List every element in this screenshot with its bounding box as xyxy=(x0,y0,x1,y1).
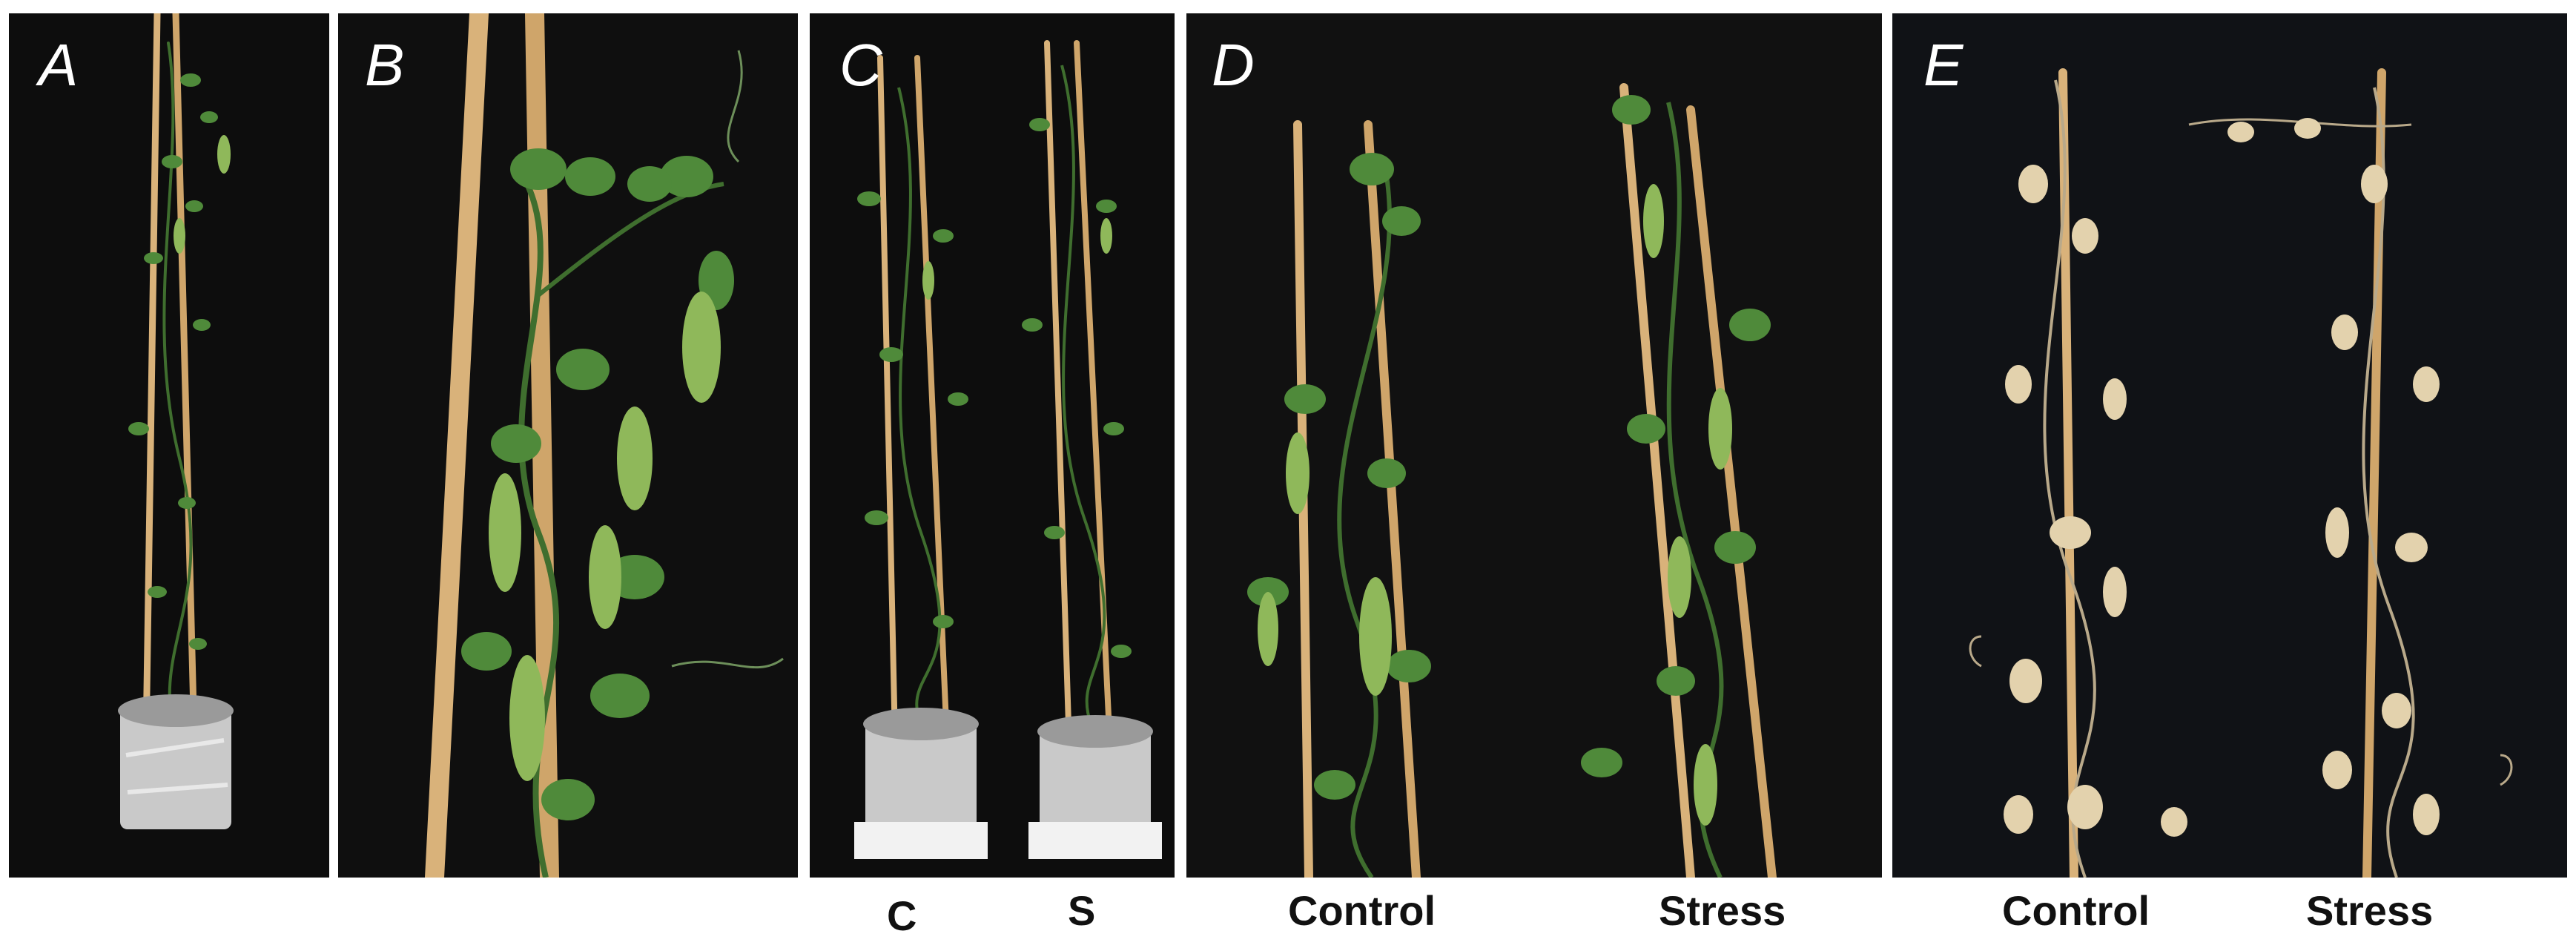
caption-d-stress: Stress xyxy=(1659,887,1786,934)
panel-label-b: B xyxy=(365,32,405,98)
pot-a xyxy=(118,694,234,829)
panel-a: A xyxy=(9,13,329,878)
caption-e-control: Control xyxy=(2002,887,2150,934)
caption-c-stress: S xyxy=(1068,887,1096,934)
pea-plant-photo-c xyxy=(854,40,1162,859)
pea-plant-photo-b xyxy=(425,13,784,878)
panel-label-d: D xyxy=(1212,32,1255,98)
pot-c-control xyxy=(854,708,988,859)
panel-e: E xyxy=(1892,13,2567,878)
panel-d: D xyxy=(1186,13,1882,878)
panel-label-c: C xyxy=(839,32,882,98)
caption-d-control: Control xyxy=(1288,887,1436,934)
pea-plant-photo-a xyxy=(118,13,234,829)
panel-b: B xyxy=(338,13,798,878)
caption-c-control: C xyxy=(887,892,917,939)
panel-label-e: E xyxy=(1923,32,1964,98)
pot-c-stress xyxy=(1028,715,1162,859)
panel-label-a: A xyxy=(39,32,79,98)
pea-plant-photo-e xyxy=(1969,68,2513,878)
pea-plant-photo-d xyxy=(1247,83,1777,878)
caption-e-stress: Stress xyxy=(2306,887,2434,934)
panel-c: C xyxy=(810,13,1175,878)
